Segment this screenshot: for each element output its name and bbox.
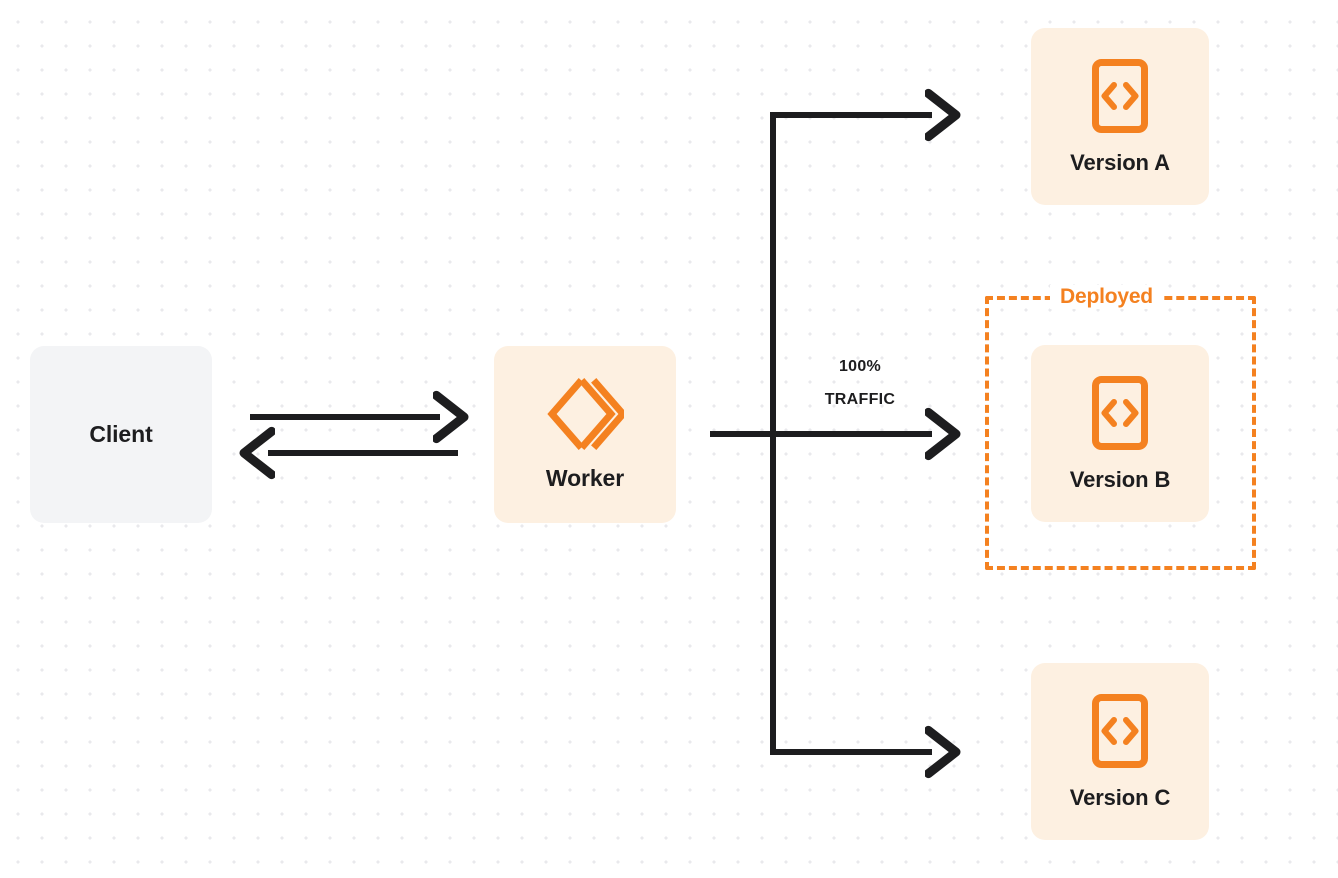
node-client[interactable]: Client — [30, 346, 212, 523]
node-version-c[interactable]: Version C — [1031, 663, 1209, 840]
code-document-icon — [1091, 693, 1149, 769]
cloudflare-workers-logo-icon — [546, 377, 624, 451]
traffic-unit: TRAFFIC — [824, 391, 896, 408]
node-worker[interactable]: Worker — [494, 346, 676, 523]
node-version-a[interactable]: Version A — [1031, 28, 1209, 205]
node-version-b[interactable]: Version B — [1031, 345, 1209, 522]
deployed-group-label: Deployed — [1050, 285, 1163, 309]
node-worker-label: Worker — [545, 465, 625, 491]
code-document-icon — [1091, 375, 1149, 451]
traffic-percent: 100% — [838, 358, 882, 375]
traffic-label: 100% TRAFFIC — [795, 350, 925, 416]
node-version-c-label: Version C — [1069, 784, 1171, 810]
node-version-a-label: Version A — [1070, 149, 1170, 175]
code-document-icon — [1091, 58, 1149, 134]
node-version-b-label: Version B — [1069, 466, 1171, 492]
node-client-label: Client — [89, 421, 153, 447]
